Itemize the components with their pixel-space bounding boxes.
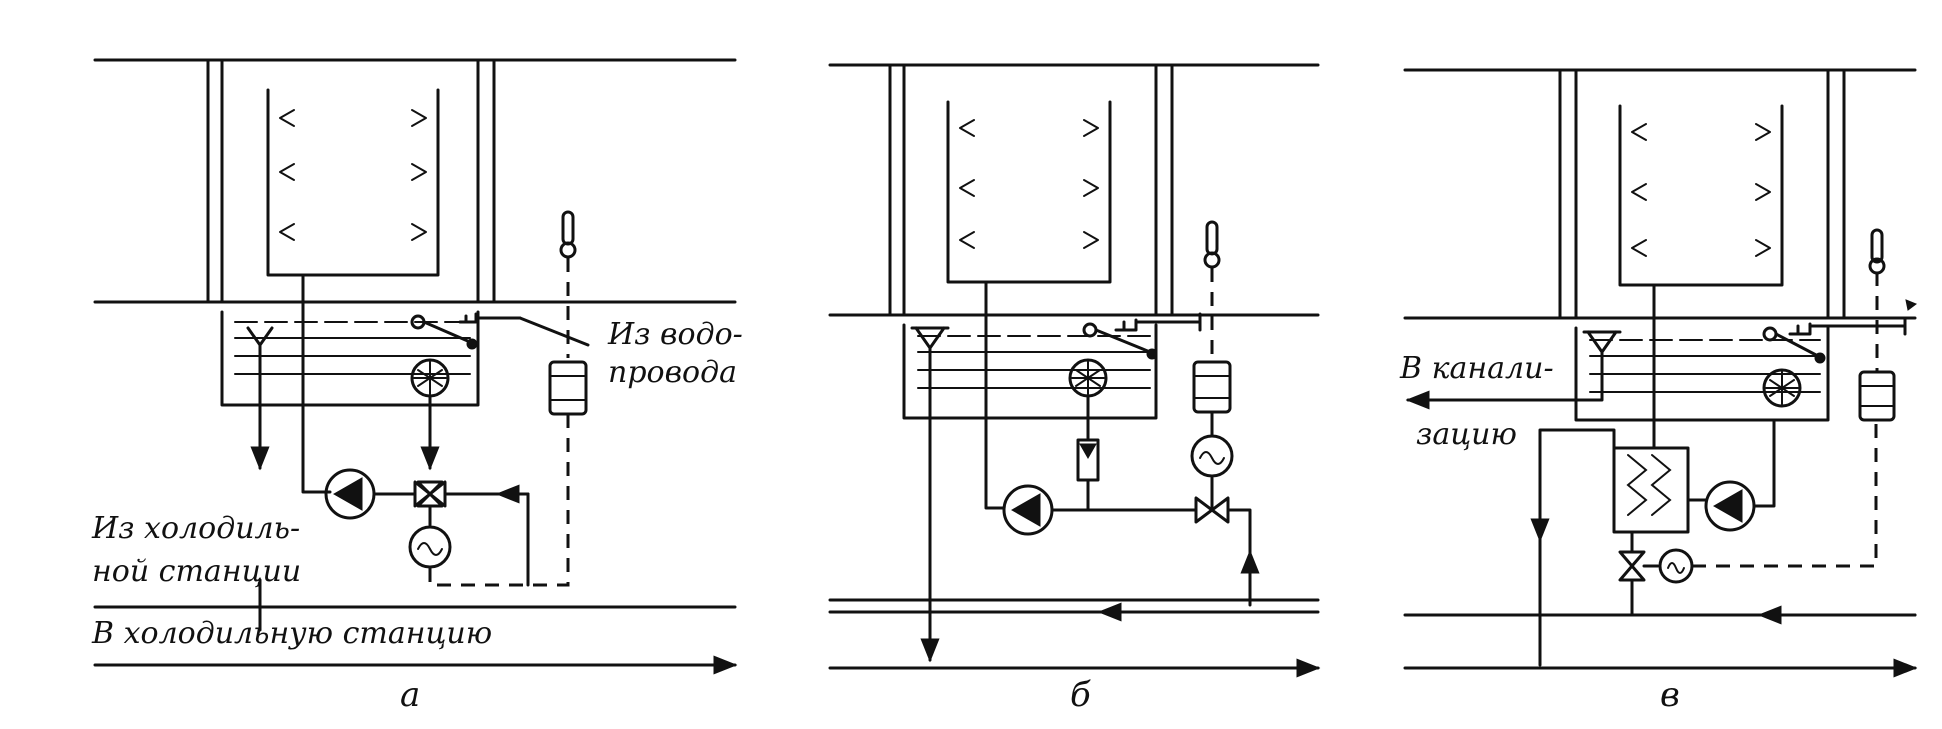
panel-a-filter [410,358,450,398]
panel-b-tank-nozzles [959,119,1099,249]
panel-c-bath [1574,326,1830,422]
label-to-sewer-line1: В канали- [1400,351,1554,386]
panel-c-pump [1704,480,1756,532]
panel-b-valve-actuator [1190,434,1234,478]
panel-c-tank [1618,104,1784,287]
panel-c-water-in-pipe [1538,428,1616,667]
panel-c-heat-exchanger [1612,446,1690,534]
panel-a-bath [220,310,480,407]
panel-a-tank-pipe [301,273,332,494]
panel-a-three-way-valve [413,480,447,508]
panel-b-filter [1068,358,1108,398]
panel-b-cabinet [888,63,1174,317]
panel-a-funnel [246,326,274,347]
panel-b-controller [1192,360,1232,414]
panel-b-tank [946,100,1112,284]
panel-a-float-valve [410,312,590,350]
panel-c-tank-nozzles [1631,123,1771,257]
panel-c-control-valve [1618,550,1646,582]
panel-a-thermometer-icon [559,210,577,259]
label-from-cooling-station-line1: Из холодиль- [92,511,301,546]
panel-b-return-pipe [1226,508,1252,607]
panel-c-controller [1858,370,1896,422]
caption-panel-a: а [400,675,421,715]
panel-a-pump [324,468,376,520]
panel-c-bath-return [1752,418,1776,508]
panel-c-valve-actuator [1658,548,1694,584]
label-from-cooling-station-line2: ной станции [92,554,302,589]
panel-b-funnel [910,326,950,350]
label-to-sewer-line2: зацию [1416,417,1517,452]
panel-b-float-valve [1082,312,1202,360]
panel-c-cabinet [1558,68,1846,320]
panel-a [93,58,738,675]
panel-b-tank-pipe [984,280,1006,510]
panel-b-thermometer-icon [1203,220,1221,269]
panel-c-filter [1762,368,1802,408]
panel-b [828,63,1321,678]
panel-c-thermometer-icon [1868,228,1886,275]
panel-b-filter-line [1050,478,1090,512]
panel-c-sewer-pipe [1458,350,1604,402]
panel-b-pump [1002,484,1054,536]
panel-c-float-valve [1762,299,1918,364]
panel-a-valve-actuator [408,525,452,569]
label-from-water-supply-line1: Из водо- [608,317,743,352]
panel-a-cabinet [206,58,496,304]
label-to-cooling-station: В холодильную станцию [92,616,493,651]
panel-a-controller [548,360,588,416]
panel-a-tank [266,88,440,277]
caption-panel-c: в [1660,675,1680,715]
panel-b-check-valve [1076,438,1100,482]
caption-panel-b: б [1070,675,1091,715]
panel-c-water-level [1589,339,1821,393]
panel-c-signal-line [1692,420,1878,568]
label-from-water-supply-line2: провода [608,355,738,390]
panel-c-funnel [1582,330,1622,354]
panel-a-signal-line [428,414,570,587]
panel-a-tank-nozzles [279,109,427,241]
panel-b-water-level [917,335,1151,389]
panel-c [1403,68,1918,678]
panel-b-bath [902,323,1158,420]
panel-a-return-pipe [443,492,530,587]
